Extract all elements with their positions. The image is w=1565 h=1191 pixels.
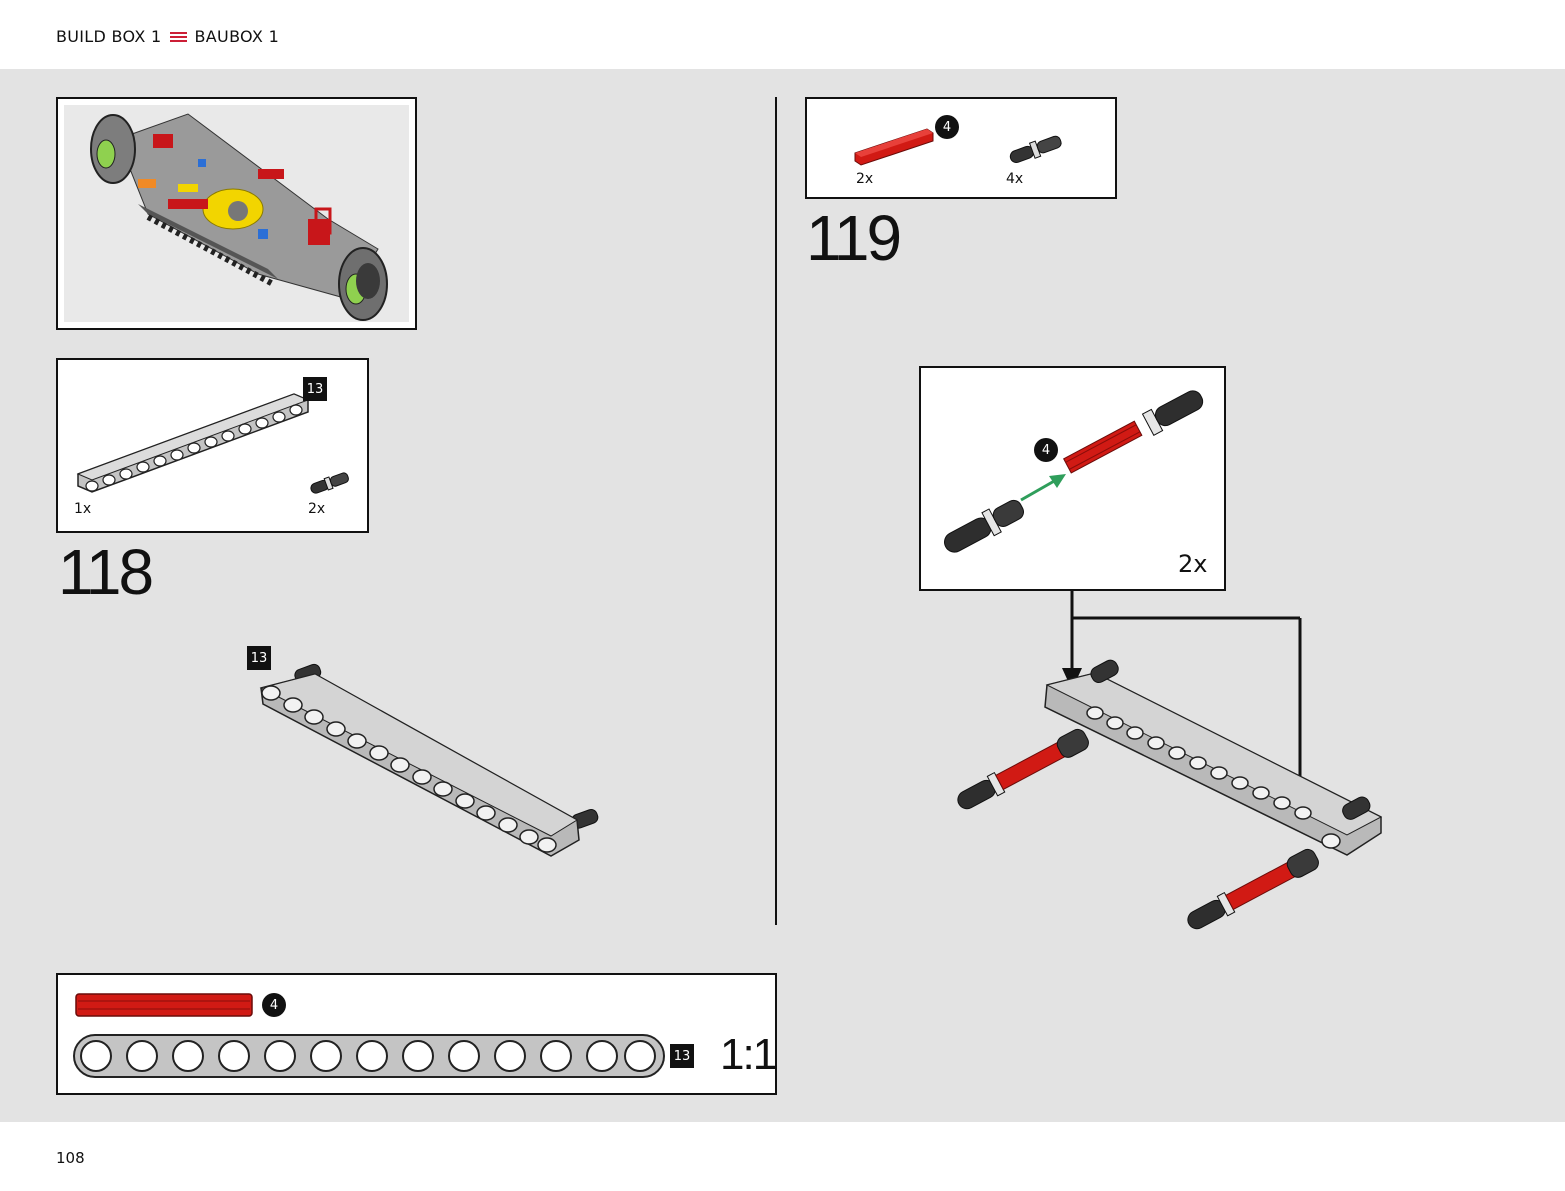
header-title: BUILD BOX 1 BAUBOX 1 bbox=[56, 27, 279, 46]
beam-scale-icon bbox=[73, 1034, 665, 1078]
red-axle-4-part-icon bbox=[854, 128, 934, 166]
step-118-parts-box: 13 1x 2x bbox=[56, 358, 369, 533]
page-number: 108 bbox=[56, 1149, 85, 1167]
beam-qty: 1x bbox=[74, 501, 92, 517]
scale-beam-badge: 13 bbox=[670, 1044, 694, 1068]
pin-qty-119: 4x bbox=[1006, 171, 1024, 187]
build-box-de: BAUBOX 1 bbox=[194, 27, 280, 46]
red-axle-qty: 2x bbox=[856, 171, 874, 187]
model-overview-image bbox=[64, 105, 409, 322]
step-119-parts-box: 4 2x 4x bbox=[805, 97, 1117, 199]
axle-pin-part-icon-119 bbox=[1009, 135, 1062, 164]
sub-assembly-multiplier: 2x bbox=[1178, 550, 1208, 578]
model-overview-box bbox=[56, 97, 417, 330]
beam-length-badge: 13 bbox=[303, 377, 327, 401]
beam-13-part-icon bbox=[76, 393, 310, 493]
step-118-assembly-image bbox=[259, 663, 599, 857]
scale-ratio: 1:1 bbox=[720, 1030, 777, 1079]
menu-lines-icon bbox=[169, 31, 187, 43]
page-footer bbox=[0, 1122, 1565, 1191]
sub-assembly-image bbox=[944, 390, 1204, 553]
scale-reference-box: 4 13 bbox=[56, 973, 777, 1095]
build-box-en: BUILD BOX 1 bbox=[56, 27, 162, 46]
step-divider bbox=[775, 97, 777, 925]
sub-assembly-box: 4 2x bbox=[919, 366, 1226, 591]
step-number-119: 119 bbox=[806, 202, 902, 274]
step-number-118: 118 bbox=[58, 536, 154, 608]
assembly-beam-badge: 13 bbox=[247, 646, 271, 670]
page-header: BUILD BOX 1 BAUBOX 1 bbox=[0, 0, 1565, 69]
placement-arrows bbox=[1062, 590, 1310, 814]
pin-qty: 2x bbox=[308, 501, 326, 517]
red-axle-length-badge: 4 bbox=[935, 115, 959, 139]
sub-assembly-axle-badge: 4 bbox=[1034, 438, 1058, 462]
scale-axle-badge: 4 bbox=[262, 993, 286, 1017]
axle-pin-part-icon bbox=[310, 472, 349, 494]
red-axle-scale-icon bbox=[75, 993, 253, 1017]
step-119-assembly-image bbox=[957, 659, 1383, 930]
